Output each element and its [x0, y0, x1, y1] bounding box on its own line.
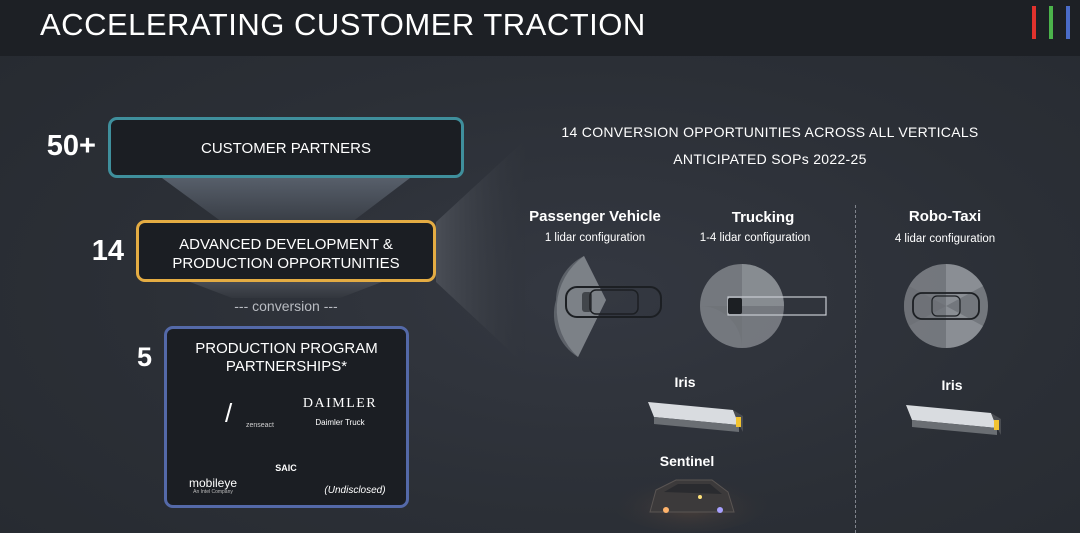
count-customer-partners: 50+ [46, 130, 96, 162]
brand-bar-blue [1066, 6, 1070, 39]
count-advanced-development: 14 [91, 235, 124, 267]
robo-taxi-diagram [903, 263, 988, 349]
vertical-robo-taxi: Robo-Taxi [908, 208, 982, 225]
mobileye-subtitle: An Intel Company [193, 489, 233, 495]
vertical-passenger-vehicle: Passenger Vehicle [529, 208, 661, 225]
vertical-passenger-vehicle-config: 1 lidar configuration [544, 232, 646, 244]
funnel-taper-gold [190, 282, 382, 298]
iris-sensor-1 [648, 402, 743, 432]
opportunities-subheading: ANTICIPATED SOPs 2022-25 [673, 151, 867, 167]
tier-production-program-line1: PRODUCTION PROGRAM [195, 340, 378, 357]
conversion-label: --- conversion --- [234, 298, 338, 314]
vertical-trucking-config: 1-4 lidar configuration [699, 232, 811, 244]
funnel-fan [436, 140, 525, 365]
title-bar: ACCELERATING CUSTOMER TRACTION [0, 0, 1080, 56]
vertical-trucking: Trucking [731, 209, 795, 226]
brand-bar-green [1049, 6, 1053, 39]
product-iris-label: Iris [674, 374, 696, 390]
product-iris-robotaxi-label: Iris [941, 377, 963, 393]
tier-customer-partners-label: CUSTOMER PARTNERS [200, 140, 372, 157]
tier-advanced-development-box: ADVANCED DEVELOPMENT & PRODUCTION OPPORT… [136, 220, 436, 282]
mobileye-wordmark: mobileye [188, 476, 238, 490]
trucking-diagram [700, 264, 827, 348]
vertical-divider [855, 205, 856, 533]
saic-wordmark: SAIC [275, 463, 297, 473]
tier-customer-partners-box: CUSTOMER PARTNERS [108, 117, 464, 178]
tier-production-program-line2: PARTNERSHIPS* [225, 358, 348, 375]
tier-advanced-development-line1: ADVANCED DEVELOPMENT & [179, 236, 393, 253]
passenger-vehicle-diagram [553, 256, 662, 357]
product-sentinel-label: Sentinel [659, 453, 715, 469]
slide-title: ACCELERATING CUSTOMER TRACTION [40, 7, 646, 42]
brand-bar-red [1032, 6, 1036, 39]
tier-production-program-label: PRODUCTION PROGRAM PARTNERSHIPS* [167, 340, 406, 376]
funnel-taper-teal [162, 178, 410, 222]
tier-production-program-box: PRODUCTION PROGRAM PARTNERSHIPS* [164, 326, 409, 508]
zenseact-wordmark: zenseact [245, 422, 275, 429]
sentinel-vehicle [612, 472, 768, 532]
tier-advanced-development-label: ADVANCED DEVELOPMENT & PRODUCTION OPPORT… [139, 235, 433, 273]
vertical-robo-taxi-config: 4 lidar configuration [894, 233, 996, 245]
tier-advanced-development-line2: PRODUCTION OPPORTUNITIES [172, 255, 400, 272]
iris-sensor-2 [906, 405, 1001, 435]
count-production-program: 5 [136, 342, 152, 372]
opportunities-heading: 14 CONVERSION OPPORTUNITIES ACROSS ALL V… [561, 124, 979, 140]
daimler-wordmark: DAIMLER [302, 396, 378, 411]
brand-bars-icon [1030, 6, 1075, 40]
daimler-truck-label: Daimler Truck [315, 418, 365, 427]
partner-slash: / [225, 398, 233, 428]
undisclosed-partner-label: (Undisclosed) [324, 485, 386, 496]
